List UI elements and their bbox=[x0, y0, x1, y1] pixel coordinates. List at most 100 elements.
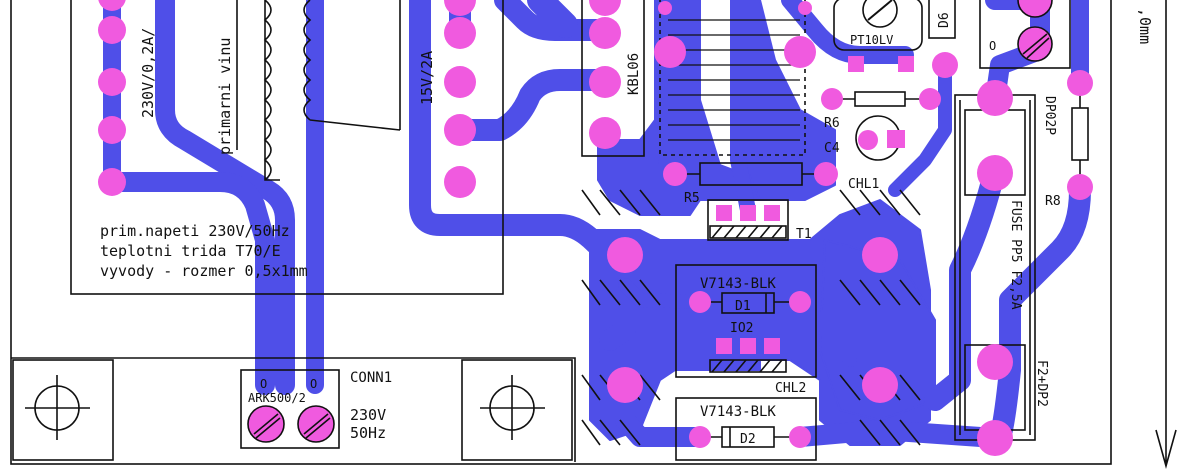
pad bbox=[862, 367, 898, 403]
pad bbox=[862, 237, 898, 273]
pad bbox=[98, 168, 126, 196]
pad bbox=[977, 344, 1013, 380]
pad bbox=[977, 420, 1013, 456]
secondary-rating-label: 230V/0,2A/ bbox=[139, 28, 157, 118]
pad bbox=[716, 205, 732, 221]
pad bbox=[444, 166, 476, 198]
t1-label: T1 bbox=[796, 227, 812, 242]
screw-terminal bbox=[862, 0, 898, 28]
pad bbox=[607, 367, 643, 403]
transformer-winding bbox=[263, 0, 280, 181]
v7143-top-label: V7143-BLK bbox=[700, 276, 776, 292]
d6-label: D6 bbox=[937, 12, 952, 28]
r8-label: R8 bbox=[1045, 194, 1061, 209]
r6-body bbox=[854, 91, 906, 107]
bridge-label: KBL06 bbox=[626, 53, 642, 95]
screw-terminals bbox=[247, 0, 1053, 443]
pad bbox=[589, 17, 621, 49]
transformer-winding bbox=[303, 0, 401, 131]
r5-label: R5 bbox=[684, 191, 700, 206]
connector-outline bbox=[240, 369, 340, 449]
pad bbox=[977, 80, 1013, 116]
pad bbox=[444, 114, 476, 146]
pad bbox=[98, 68, 126, 96]
pad bbox=[607, 237, 643, 273]
inductor-coil bbox=[668, 19, 800, 141]
fuse-holder-label: F2+DP2 bbox=[1034, 360, 1049, 407]
pad bbox=[919, 88, 941, 110]
pad bbox=[821, 88, 843, 110]
d1-label: D1 bbox=[735, 299, 751, 314]
pad bbox=[977, 155, 1013, 191]
pad bbox=[898, 56, 914, 72]
pad bbox=[98, 16, 126, 44]
screw-terminal bbox=[1017, 0, 1053, 18]
d2-label: D2 bbox=[740, 432, 756, 447]
bridge-outline bbox=[581, 0, 645, 157]
t1-outline bbox=[707, 199, 789, 241]
copper-trace bbox=[888, 58, 952, 197]
spec-line-1: prim.napeti 230V/50Hz bbox=[100, 222, 290, 240]
pad bbox=[784, 36, 816, 68]
pad bbox=[689, 291, 711, 313]
pad bbox=[740, 205, 756, 221]
board-edge bbox=[10, 0, 1112, 465]
copper-trace bbox=[781, 0, 914, 64]
pad bbox=[789, 426, 811, 448]
r6-label: R6 bbox=[824, 116, 840, 131]
heatsink-body bbox=[675, 264, 817, 378]
copper-trace bbox=[618, 278, 707, 309]
transformer-outline bbox=[70, 0, 504, 295]
dimension-line bbox=[1155, 0, 1177, 469]
pad bbox=[444, 66, 476, 98]
pad bbox=[589, 117, 621, 149]
c4-label: C4 bbox=[824, 141, 840, 156]
pad bbox=[689, 426, 711, 448]
copper-trace bbox=[527, 0, 578, 38]
pad bbox=[764, 205, 780, 221]
pad bbox=[98, 0, 126, 11]
pad bbox=[444, 17, 476, 49]
heatsink-body bbox=[675, 397, 817, 461]
pad bbox=[1067, 70, 1093, 96]
pad bbox=[658, 1, 672, 15]
dp02p-label: DP02P bbox=[1042, 96, 1057, 135]
pad bbox=[589, 0, 621, 16]
mounting-hole-frame bbox=[461, 359, 573, 461]
connector-pin-mark-1: O bbox=[260, 377, 267, 391]
pad bbox=[740, 338, 756, 354]
silkscreen-text: 230V/0,2A/ primarni vinu 15V/2A prim.nap… bbox=[100, 8, 1154, 447]
io2-label: IO2 bbox=[730, 321, 753, 336]
connector-name: CONN1 bbox=[350, 370, 392, 386]
chl2-label: CHL2 bbox=[775, 381, 806, 396]
pad bbox=[858, 130, 878, 150]
copper-trace bbox=[730, 0, 756, 218]
copper-trace bbox=[155, 0, 295, 395]
r8-body bbox=[1071, 107, 1089, 161]
top-terminal-mark: O bbox=[989, 39, 996, 53]
pad bbox=[98, 116, 126, 144]
copper-trace bbox=[790, 420, 1005, 448]
connector-pin-mark-2: O bbox=[310, 377, 317, 391]
pad bbox=[663, 162, 687, 186]
copper-trace bbox=[409, 0, 616, 263]
pad bbox=[932, 52, 958, 78]
pad bbox=[654, 36, 686, 68]
spec-line-2: teplotni trida T70/E bbox=[100, 242, 281, 260]
fuse-label: FUSE PP5 F2,5A bbox=[1008, 200, 1023, 310]
copper-trace bbox=[449, 69, 616, 141]
board-edge-inner bbox=[11, 357, 576, 462]
copper-trace bbox=[793, 295, 857, 367]
secondary-winding-label: 15V/2A bbox=[418, 51, 436, 105]
spec-line-3: vyvody - rozmer 0,5x1mm bbox=[100, 262, 308, 280]
connector-type: ARK500/2 bbox=[248, 391, 306, 405]
dimension-label: ,0mm bbox=[1136, 8, 1154, 44]
primary-winding-label: primarni vinu bbox=[216, 38, 234, 155]
d6-outline bbox=[928, 0, 956, 39]
pad bbox=[789, 291, 811, 313]
copper-trace bbox=[102, 172, 275, 395]
v7143-bottom-label: V7143-BLK bbox=[700, 404, 776, 420]
pad bbox=[716, 338, 732, 354]
pad bbox=[798, 1, 812, 15]
